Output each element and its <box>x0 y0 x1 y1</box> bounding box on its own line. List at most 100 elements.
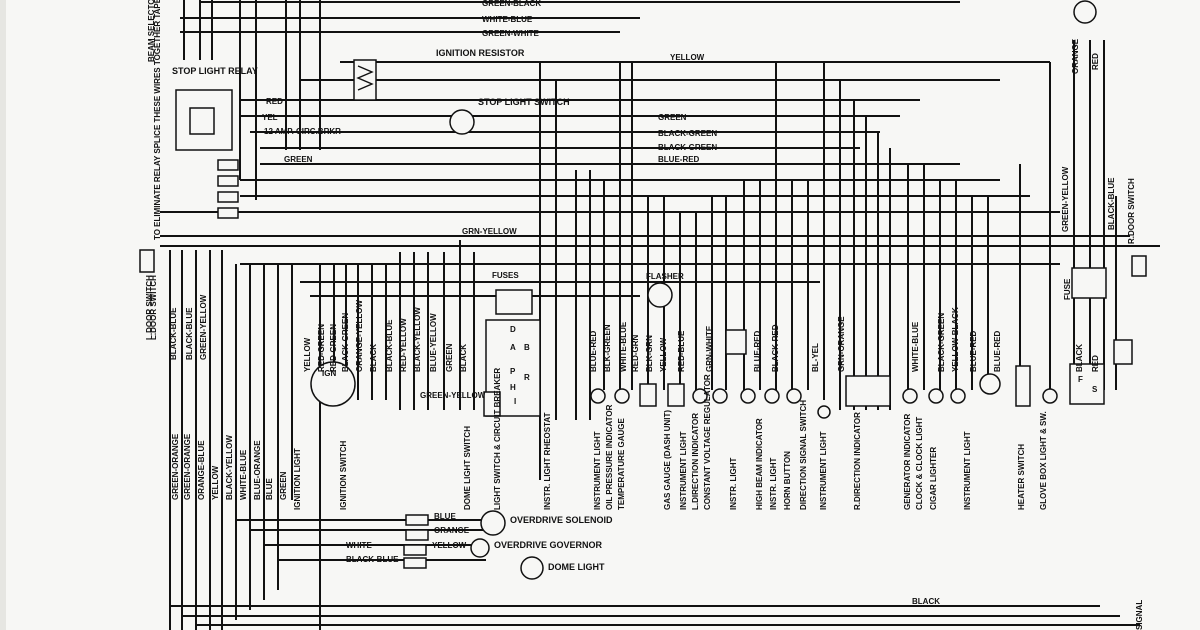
vertical-wire-label-12: BLUE-RED <box>589 330 598 372</box>
terminal-ign: IGN <box>322 369 336 378</box>
overdrive-parts <box>403 510 544 580</box>
vertical-wire-label-22: BL-YEL <box>811 343 820 372</box>
vertical-wire-label-13: BLK-GREEN <box>603 324 612 372</box>
label-grn-yellow: GRN-YELLOW <box>462 227 517 236</box>
vertical-wire-label-27: BLUE-RED <box>969 330 978 372</box>
vertical-wire-label-15: RED-GRN <box>631 334 640 372</box>
label-yellow-top: YELLOW <box>670 53 705 62</box>
component-label-33: GLOVE BOX LIGHT & SW. <box>1039 411 1048 510</box>
component-label-15: OIL PRESSURE INDICATOR <box>605 404 614 510</box>
vertical-wire-label-5: BLACK <box>369 344 378 372</box>
vertical-wire-label-26: YELLOW-BLACK <box>951 307 960 372</box>
left-vertical-label-0: L.DOOR SWITCH <box>149 275 158 340</box>
stop-light-switch <box>449 109 475 135</box>
label-green-yellow-right: GREEN-YELLOW <box>1061 166 1070 232</box>
label-yel: YEL <box>262 113 278 122</box>
component-label-31: INSTRUMENT LIGHT <box>963 431 972 510</box>
terminal-i: I <box>514 397 516 406</box>
ignition-switch <box>310 361 356 407</box>
vertical-wire-label-2: RED-GREEN <box>329 324 338 372</box>
vertical-wire-label-16: BLK-GRN <box>645 335 654 372</box>
ignition-resistor <box>353 59 377 101</box>
label-red-right: RED <box>1091 53 1100 70</box>
component-label-16: TEMPERATURE GAUGE <box>617 417 626 510</box>
vertical-wire-label-24: WHITE-BLUE <box>911 321 920 372</box>
vertical-wire-label-4: ORANGE-YELLOW <box>355 300 364 372</box>
component-label-20: CONSTANT VOLTAGE REGULATOR <box>703 374 712 510</box>
component-label-8: GREEN <box>279 471 288 500</box>
label-stop-light-switch: STOP LIGHT SWITCH <box>478 97 570 107</box>
connector-block-left <box>217 159 239 219</box>
label-green-left: GREEN <box>284 155 313 164</box>
label-overdrive-governor: OVERDRIVE GOVERNOR <box>494 540 603 550</box>
label-signal: SIGNAL <box>1135 600 1144 630</box>
terminal-a: A <box>510 343 516 352</box>
label-red: RED <box>266 97 283 106</box>
bottom-wire-runs <box>170 400 1140 630</box>
vertical-wire-label-17: YELLOW <box>659 337 668 372</box>
instrument-lamps <box>590 0 1147 419</box>
component-label-24: HORN BUTTON <box>783 451 792 510</box>
component-label-7: BLUE <box>265 478 274 500</box>
vertical-wire-label-21: BLACK-RED <box>771 324 780 372</box>
vertical-wire-label-29: BLACK <box>1075 344 1084 372</box>
terminal-d: D <box>510 325 516 334</box>
component-label-17: GAS GAUGE (DASH UNIT) <box>663 410 672 510</box>
flasher <box>647 282 673 308</box>
label-flasher: FLASHER <box>646 272 684 281</box>
component-label-21: INSTR. LIGHT <box>729 457 738 510</box>
component-label-22: HIGH BEAM INDICATOR <box>755 418 764 510</box>
label-green-white: GREEN-WHITE <box>482 29 540 38</box>
component-label-4: BLACK-YELLOW <box>225 435 234 500</box>
vertical-wire-label-25: BLACK-GREEN <box>937 313 946 372</box>
label-black-green-1: BLACK-GREEN <box>658 129 717 138</box>
light-switch-block <box>483 289 541 417</box>
component-label-30: CIGAR LIGHTER <box>929 447 938 510</box>
component-label-25: DIRECTION SIGNAL SWITCH <box>799 400 808 510</box>
vertical-wire-label-14: WHITE-BLUE <box>619 321 628 372</box>
label-overdrive-solenoid: OVERDRIVE SOLENOID <box>510 515 613 525</box>
component-label-13: INSTR. LIGHT RHEOSTAT <box>543 412 552 510</box>
label-l-door-switch: L.DOOR SWITCH <box>145 275 154 340</box>
component-label-1: GREEN-ORANGE <box>183 433 192 500</box>
terminal-p: P <box>510 367 516 376</box>
component-label-14: INSTRUMENT LIGHT <box>593 431 602 510</box>
terminal-b: B <box>524 343 530 352</box>
component-label-18: INSTRUMENT LIGHT <box>679 431 688 510</box>
component-label-5: WHITE-BLUE <box>239 449 248 500</box>
component-label-29: CLOCK & CLOCK LIGHT <box>915 417 924 510</box>
label-fuse: FUSE <box>1063 278 1072 300</box>
label-r-door-switch: R.DOOR SWITCH <box>1127 178 1136 244</box>
label-black-blue-bottom: BLACK-BLUE <box>346 555 399 564</box>
label-green-yellow-small: GREEN-YELLOW <box>420 391 486 400</box>
label-eliminate-relay: TO ELIMINATE RELAY SPLICE THESE WIRES TO… <box>153 0 162 240</box>
component-label-3: YELLOW <box>211 465 220 500</box>
vertical-wire-label-8: BLACK-YELLOW <box>413 307 422 372</box>
component-label-28: GENERATOR INDICATOR <box>903 413 912 510</box>
page-edge <box>0 0 6 630</box>
label-white-blue: WHITE-BLUE <box>482 15 533 24</box>
label-beam-selector: BEAM SELECTOR SWITCH <box>147 0 156 62</box>
l-door-switch <box>139 249 155 273</box>
vertical-wire-label-0: YELLOW <box>303 337 312 372</box>
stop-light-relay-box <box>175 89 233 151</box>
label-circ-brkr: 12 AMP. CIRC.BRKR <box>264 127 341 136</box>
component-label-19: L.DIRECTION INDICATOR <box>691 413 700 510</box>
label-black-green-2: BLACK-GREEN <box>658 143 717 152</box>
terminal-h: H <box>510 383 516 392</box>
component-label-12: LIGHT SWITCH & CIRCUIT BREAKER <box>493 368 502 510</box>
component-label-0: GREEN-ORANGE <box>171 433 180 500</box>
label-black-blue-right: BLACK-BLUE <box>1107 177 1116 230</box>
left-vertical-label-3: GREEN-YELLOW <box>199 294 208 360</box>
label-orange-bottom: ORANGE <box>434 526 470 535</box>
terminal-f: F <box>1078 375 1083 384</box>
vertical-wire-label-1: RED-GREEN <box>317 324 326 372</box>
left-vertical-bundle <box>169 0 321 630</box>
vertical-wire-label-18: RED-BLUE <box>677 330 686 372</box>
component-label-2: ORANGE-BLUE <box>197 440 206 500</box>
